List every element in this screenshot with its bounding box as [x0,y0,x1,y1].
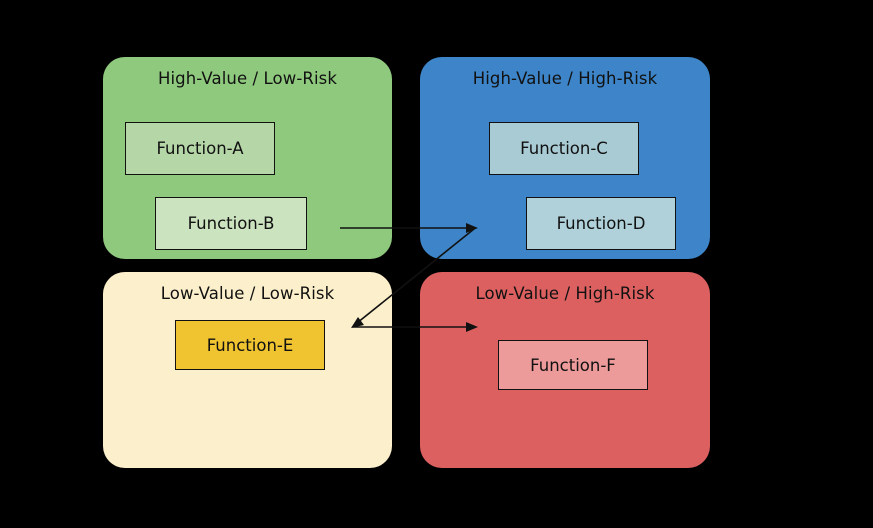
function-box-label: Function-F [530,355,616,375]
quadrant-low-value-low-risk[interactable]: Low-Value / Low-Risk Function-E [103,272,392,468]
function-box-label: Function-B [187,214,275,233]
function-box-label: Function-A [156,139,244,158]
function-box-label: Function-E [206,335,294,355]
quadrant-title-high-value-high-risk: High-Value / High-Risk [472,69,658,88]
function-box-function-a[interactable]: Function-A [125,122,275,175]
function-box-function-e[interactable]: Function-E [175,320,325,370]
quadrant-title-low-value-high-risk: Low-Value / High-Risk [475,284,655,303]
function-box-function-f[interactable]: Function-F [498,340,648,390]
function-box-function-b[interactable]: Function-B [155,197,307,250]
quadrant-title-low-value-low-risk: Low-Value / Low-Risk [160,284,335,303]
function-box-function-c[interactable]: Function-C [489,122,639,175]
quadrant-title-high-value-low-risk: High-Value / Low-Risk [157,69,337,88]
quadrant-high-value-low-risk[interactable]: High-Value / Low-Risk Function-A Functio… [103,57,392,259]
function-box-function-d[interactable]: Function-D [526,197,676,250]
function-box-label: Function-D [556,214,646,233]
function-box-label: Function-C [520,139,608,158]
quadrant-high-value-high-risk[interactable]: High-Value / High-Risk Function-C Functi… [420,57,710,259]
quadrant-low-value-high-risk[interactable]: Low-Value / High-Risk Function-F [420,272,710,468]
